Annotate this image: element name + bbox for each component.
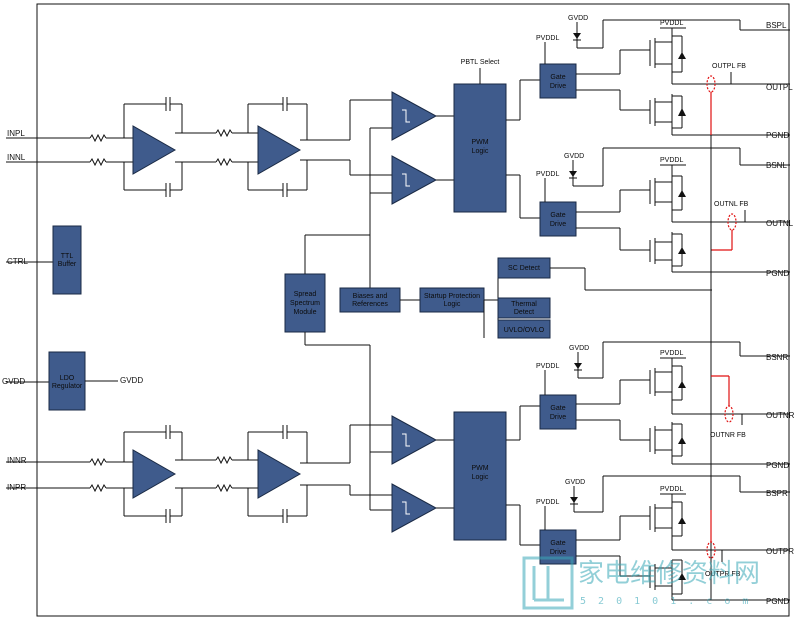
fb-outpl: OUTPL FB <box>712 63 746 70</box>
chip-outline <box>36 3 790 617</box>
ttl-buffer-block <box>52 225 82 295</box>
watermark-title: 家电维修资料网 <box>578 559 760 589</box>
opamp-right-1 <box>132 449 177 499</box>
opamp-left-2 <box>257 125 302 175</box>
pvddl-rail-3b: PVDDL <box>660 350 683 357</box>
sc-detect-label: SC Detect <box>508 265 540 272</box>
biases-line2: References <box>352 301 388 308</box>
pvddl-rail-1a: PVDDL <box>536 35 559 42</box>
svg-text:Gate: Gate <box>550 212 565 219</box>
spread-line2: Spectrum <box>290 300 320 307</box>
pin-outnr: OUTNR <box>766 411 795 420</box>
pin-bspl: BSPL <box>766 21 787 30</box>
pvddl-rail-4b: PVDDL <box>660 486 683 493</box>
svg-text:Drive: Drive <box>550 221 566 228</box>
svg-text:Drive: Drive <box>550 414 566 421</box>
fb-outnl: OUTNL FB <box>714 201 749 208</box>
pin-pgnd-3: PGND <box>766 461 789 470</box>
pwm-logic-left-line2: Logic <box>472 148 489 155</box>
pvddl-rail-2b: PVDDL <box>660 157 683 164</box>
pin-inpr: INPR <box>7 483 26 492</box>
pin-outpr: OUTPR <box>766 547 794 556</box>
gate-drive-1 <box>539 63 577 99</box>
ttl-buffer-line2: Buffer <box>58 261 77 268</box>
watermark: 家电维修资料网 5 2 0 1 0 1 . c o m <box>522 556 760 610</box>
fb-outpr: OUTPR FB <box>705 571 741 578</box>
gvdd-rail-3: GVDD <box>569 345 589 352</box>
svg-text:Drive: Drive <box>550 83 566 90</box>
output-stage-outnl: Gate Drive PVDDL GVDD BSNL PVDDL <box>536 135 794 600</box>
left-pins: INPL INNL CTRL GVDD INNR INPR <box>2 129 90 492</box>
uvlo-label: UVLO/OVLO <box>504 327 545 334</box>
pin-pgnd-1: PGND <box>766 131 789 140</box>
startup-protection-block <box>419 287 485 313</box>
ttl-buffer-line1: TTL <box>61 253 74 260</box>
thermal-detect-block <box>497 297 551 319</box>
pvddl-rail-3a: PVDDL <box>536 363 559 370</box>
thermal-line2: Detect <box>514 309 534 316</box>
comparator-right-2 <box>391 483 438 533</box>
pvddl-rail-4a: PVDDL <box>536 499 559 506</box>
pwm-logic-left <box>453 83 507 213</box>
gvdd-rail-1: GVDD <box>568 15 588 22</box>
pvddl-rail-2a: PVDDL <box>536 171 559 178</box>
watermark-url: 5 2 0 1 0 1 . c o m <box>580 596 751 607</box>
right-channel-input-stage <box>89 424 392 523</box>
pwm-logic-right-line1: PWM <box>471 465 488 472</box>
comparator-left-2 <box>391 155 438 205</box>
pin-bspr: BSPR <box>766 489 788 498</box>
comparator-right-1 <box>391 415 438 465</box>
gvdd-rail-4: GVDD <box>565 479 585 486</box>
pin-outpl: OUTPL <box>766 83 793 92</box>
svg-text:Gate: Gate <box>550 540 565 547</box>
opamp-left-1 <box>132 125 177 175</box>
ldo-line2: Regulator <box>52 383 83 390</box>
svg-text:Drive: Drive <box>550 549 566 556</box>
output-stage-outnr: Gate Drive PVDDL GVDD BSNR PVDDL <box>536 341 795 470</box>
startup-line1: Startup Protection <box>424 293 480 300</box>
pin-bsnr: BSNR <box>766 353 788 362</box>
pin-innl: INNL <box>7 153 26 162</box>
gate-drive-2 <box>539 201 577 237</box>
left-channel-input-stage <box>89 97 392 197</box>
gvdd-rail-2: GVDD <box>564 153 584 160</box>
svg-text:Gate: Gate <box>550 405 565 412</box>
comparator-left-1 <box>391 91 438 141</box>
pin-pgnd-2: PGND <box>766 269 789 278</box>
uvlo-ovlo-block <box>497 319 551 339</box>
ldo-line1: LDO <box>60 375 75 382</box>
spread-line3: Module <box>294 309 317 316</box>
pin-ctrl: CTRL <box>7 257 28 266</box>
ldo-regulator-block <box>48 351 86 411</box>
left-comparators <box>369 91 454 290</box>
biases-line1: Biases and <box>353 293 388 300</box>
startup-line2: Logic <box>444 301 461 308</box>
pwm-logic-left-line1: PWM <box>471 139 488 146</box>
pin-innr: INNR <box>7 456 27 465</box>
opamp-right-2 <box>257 449 302 499</box>
thermal-line1: Thermal <box>511 301 537 308</box>
output-stage-outpr: Gate Drive PVDDL GVDD BSPR PVDDL <box>536 475 794 606</box>
fb-outnr: OUTNR FB <box>710 432 746 439</box>
pwm-logic-right <box>453 411 507 541</box>
ldo-gvdd-out: GVDD <box>120 376 143 385</box>
spread-line1: Spread <box>294 291 317 298</box>
pwm-logic-right-line2: Logic <box>472 474 489 481</box>
svg-text:Gate: Gate <box>550 74 565 81</box>
spread-spectrum-block <box>284 273 326 333</box>
output-stage-outpl: Gate Drive PVDDL GVDD BSPL PVDDL <box>536 15 793 140</box>
pin-outnl: OUTNL <box>766 219 794 228</box>
pin-gvdd: GVDD <box>2 377 25 386</box>
right-comparators <box>370 415 454 533</box>
pvddl-rail-1b: PVDDL <box>660 20 683 27</box>
pin-pgnd-4: PGND <box>766 597 789 606</box>
pin-inpl: INPL <box>7 129 25 138</box>
biases-references-block <box>339 287 401 313</box>
gate-drive-3 <box>539 394 577 430</box>
pbtl-select-label: PBTL Select <box>461 59 500 66</box>
pin-bsnl: BSNL <box>766 161 787 170</box>
